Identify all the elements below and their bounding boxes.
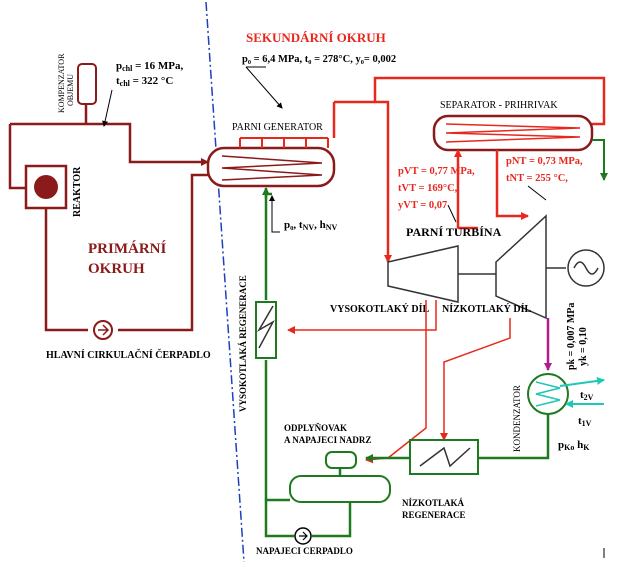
cooling-water-out (559, 376, 605, 387)
primary-param-pointer (102, 89, 113, 127)
condenser (527, 373, 569, 415)
pressurizer-label-2: OBJEMU (66, 74, 75, 106)
hp-exhaust-temperature: tVT = 169°C, (398, 183, 458, 194)
deaerator-label-1: ODPLYŇOVAK (284, 423, 347, 433)
cooling-outlet-temp: t2V (580, 389, 594, 402)
primary-circuit-label-2: OKRUH (88, 261, 145, 277)
primary-circuit-pipes (8, 103, 210, 332)
reactor-core (34, 175, 58, 199)
main-pump-label: HLAVNÍ CIRKULAČNÍ ČERPADLO (46, 348, 211, 361)
separator-drain (592, 139, 608, 181)
condenser-pressure: pk = 0,007 MPa (566, 303, 577, 370)
feedwater-param-pointer (269, 195, 280, 233)
condenser-label: KONDENZATOR (512, 385, 522, 452)
hp-exhaust-wetness: yVT = 0,07 (398, 200, 447, 211)
lp-inlet-pressure: pNT = 0,73 MPa, (506, 156, 583, 167)
deaerator-label-2: A NAPAJECI NADRZ (284, 435, 371, 445)
sg-steam-risers (239, 137, 329, 148)
hp-turbine (387, 245, 459, 303)
secondary-circuit-label: SEKUNDÁRNÍ OKRUH (246, 30, 386, 45)
live-steam-line (332, 76, 606, 263)
hp-exhaust-pressure: pVT = 0,77 MPa, (398, 166, 475, 177)
lp-inlet-temperature: tNT = 255 °C, (506, 173, 568, 184)
lp-regenerator (409, 439, 479, 475)
feed-tank (289, 475, 391, 503)
condenser-wetness: yk = 0,10 (578, 327, 589, 366)
deaerator (325, 451, 357, 469)
primary-temperature: tchl = 322 °C (116, 75, 173, 88)
hp-part-label: VYSOKOTLAKÝ DÍL (330, 303, 430, 315)
feedwater-lines (262, 187, 550, 538)
lp-regen-label-2: REGENERACE (402, 510, 466, 520)
primary-circuit-label-1: PRIMÁRNÍ (88, 240, 166, 257)
circuit-boundary-line (205, 1, 245, 563)
lp-turbine (495, 214, 547, 320)
condenser-outlet-params: pKo hK (558, 439, 590, 452)
reactor-label: REAKTOR (72, 166, 83, 217)
lp-part-label: NÍZKOTLAKÝ DÍL (442, 303, 532, 315)
crossover-steam-lines (454, 149, 529, 230)
pressurizer (77, 63, 97, 105)
hp-regen-label: VYSOKOTLAKÁ REGENERACE (238, 275, 248, 412)
steam-turbine-label: PARNÍ TURBÍNA (406, 225, 502, 239)
feedwater-params: p₀, tNV, hNV (284, 219, 338, 232)
feed-pump-label: NAPAJECI CERPADLO (256, 546, 353, 556)
live-steam-params: p₀ = 6,4 MPa, t₀ = 278°C, y₀= 0,002 (242, 54, 396, 65)
steam-generator-label: PARNI GENERATOR (232, 122, 323, 133)
cooling-inlet-temp: t1V (578, 415, 592, 428)
primary-pressure: pchl = 16 MPa, (116, 60, 183, 73)
pressurizer-label-1: KOMPENZATOR (57, 53, 66, 113)
separator-reheater-label: SEPARATOR - PRIHRIVAK (440, 100, 558, 111)
lp-regen-label-1: NÍZKOTLAKÁ (402, 498, 465, 508)
